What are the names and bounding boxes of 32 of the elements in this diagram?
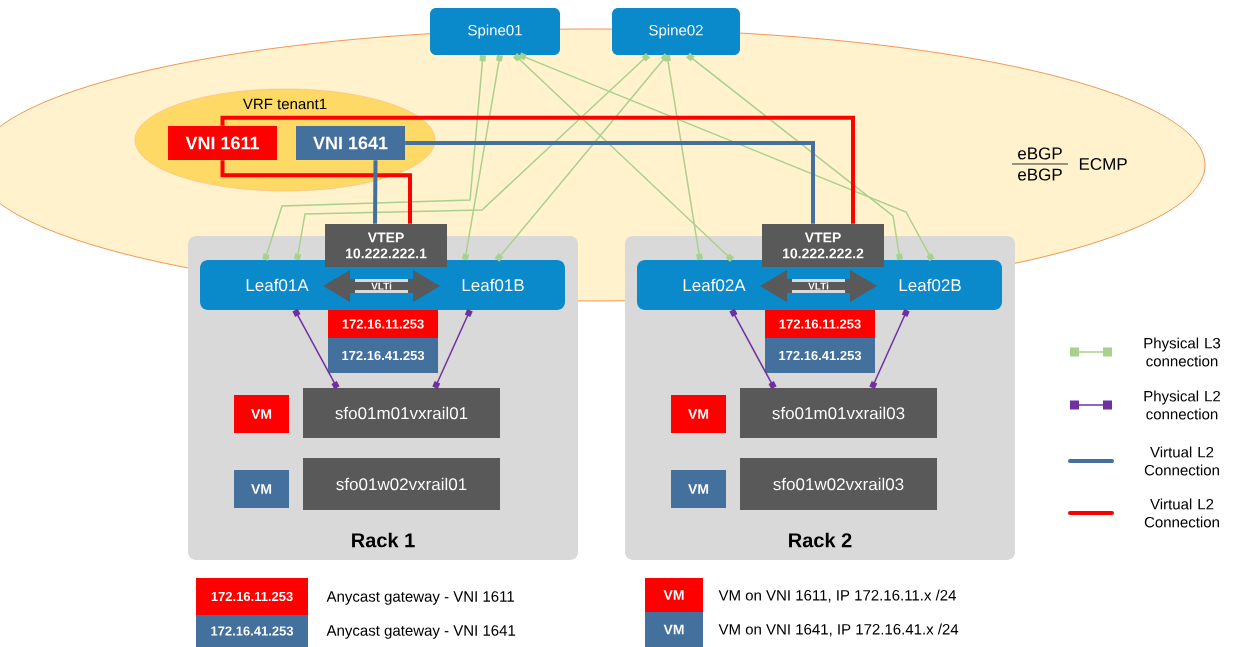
host-box: sfo01m01vxrail03 bbox=[740, 388, 937, 438]
connection-line bbox=[220, 160, 412, 224]
legend-text: Anycast gateway - VNI 1611 bbox=[326, 591, 514, 605]
legend-text: Virtual L2 Connection bbox=[1144, 446, 1219, 476]
legend-text: Virtual L2 Connection bbox=[1144, 498, 1219, 528]
vtep-box: VTEP 10.222.222.2 bbox=[762, 224, 884, 267]
switch-box: Spine02 bbox=[612, 8, 740, 55]
host-box: sfo01w02vxrail01 bbox=[303, 458, 500, 510]
gateway-box: 172.16.11.253 bbox=[765, 310, 875, 338]
vtep-box: VTEP 10.222.222.1 bbox=[325, 224, 447, 267]
host-box: sfo01m01vxrail01 bbox=[303, 388, 500, 438]
connection-line bbox=[373, 160, 378, 224]
connection-line bbox=[462, 54, 503, 261]
gateway-box: 172.16.11.253 bbox=[328, 310, 438, 338]
gateway-box: 172.16.41.253 bbox=[765, 338, 875, 373]
legend-text: Anycast gateway - VNI 1641 bbox=[326, 625, 516, 639]
connection-line bbox=[664, 54, 703, 261]
vm-box: VM bbox=[671, 470, 726, 508]
vni-box: VNI 1641 bbox=[296, 126, 405, 160]
vm-box: VM bbox=[671, 395, 726, 433]
legend-text: VM on VNI 1641, IP 172.16.41.x /24 bbox=[718, 623, 959, 637]
legend-text: VM on VNI 1611, IP 172.16.11.x /24 bbox=[718, 589, 956, 603]
host-box: sfo01w02vxrail03 bbox=[740, 458, 937, 510]
switch-box: Spine01 bbox=[430, 8, 560, 55]
vni-box: VNI 1611 bbox=[168, 126, 277, 160]
connection-line bbox=[405, 141, 815, 224]
vm-box: VM bbox=[234, 470, 289, 508]
legend-text: Physical L3 connection bbox=[1144, 337, 1221, 367]
gateway-box: 172.16.41.253 bbox=[328, 338, 438, 373]
connection-line bbox=[220, 115, 855, 224]
vm-box: VM bbox=[234, 395, 289, 433]
legend-text: Physical L2 connection bbox=[1144, 390, 1220, 420]
